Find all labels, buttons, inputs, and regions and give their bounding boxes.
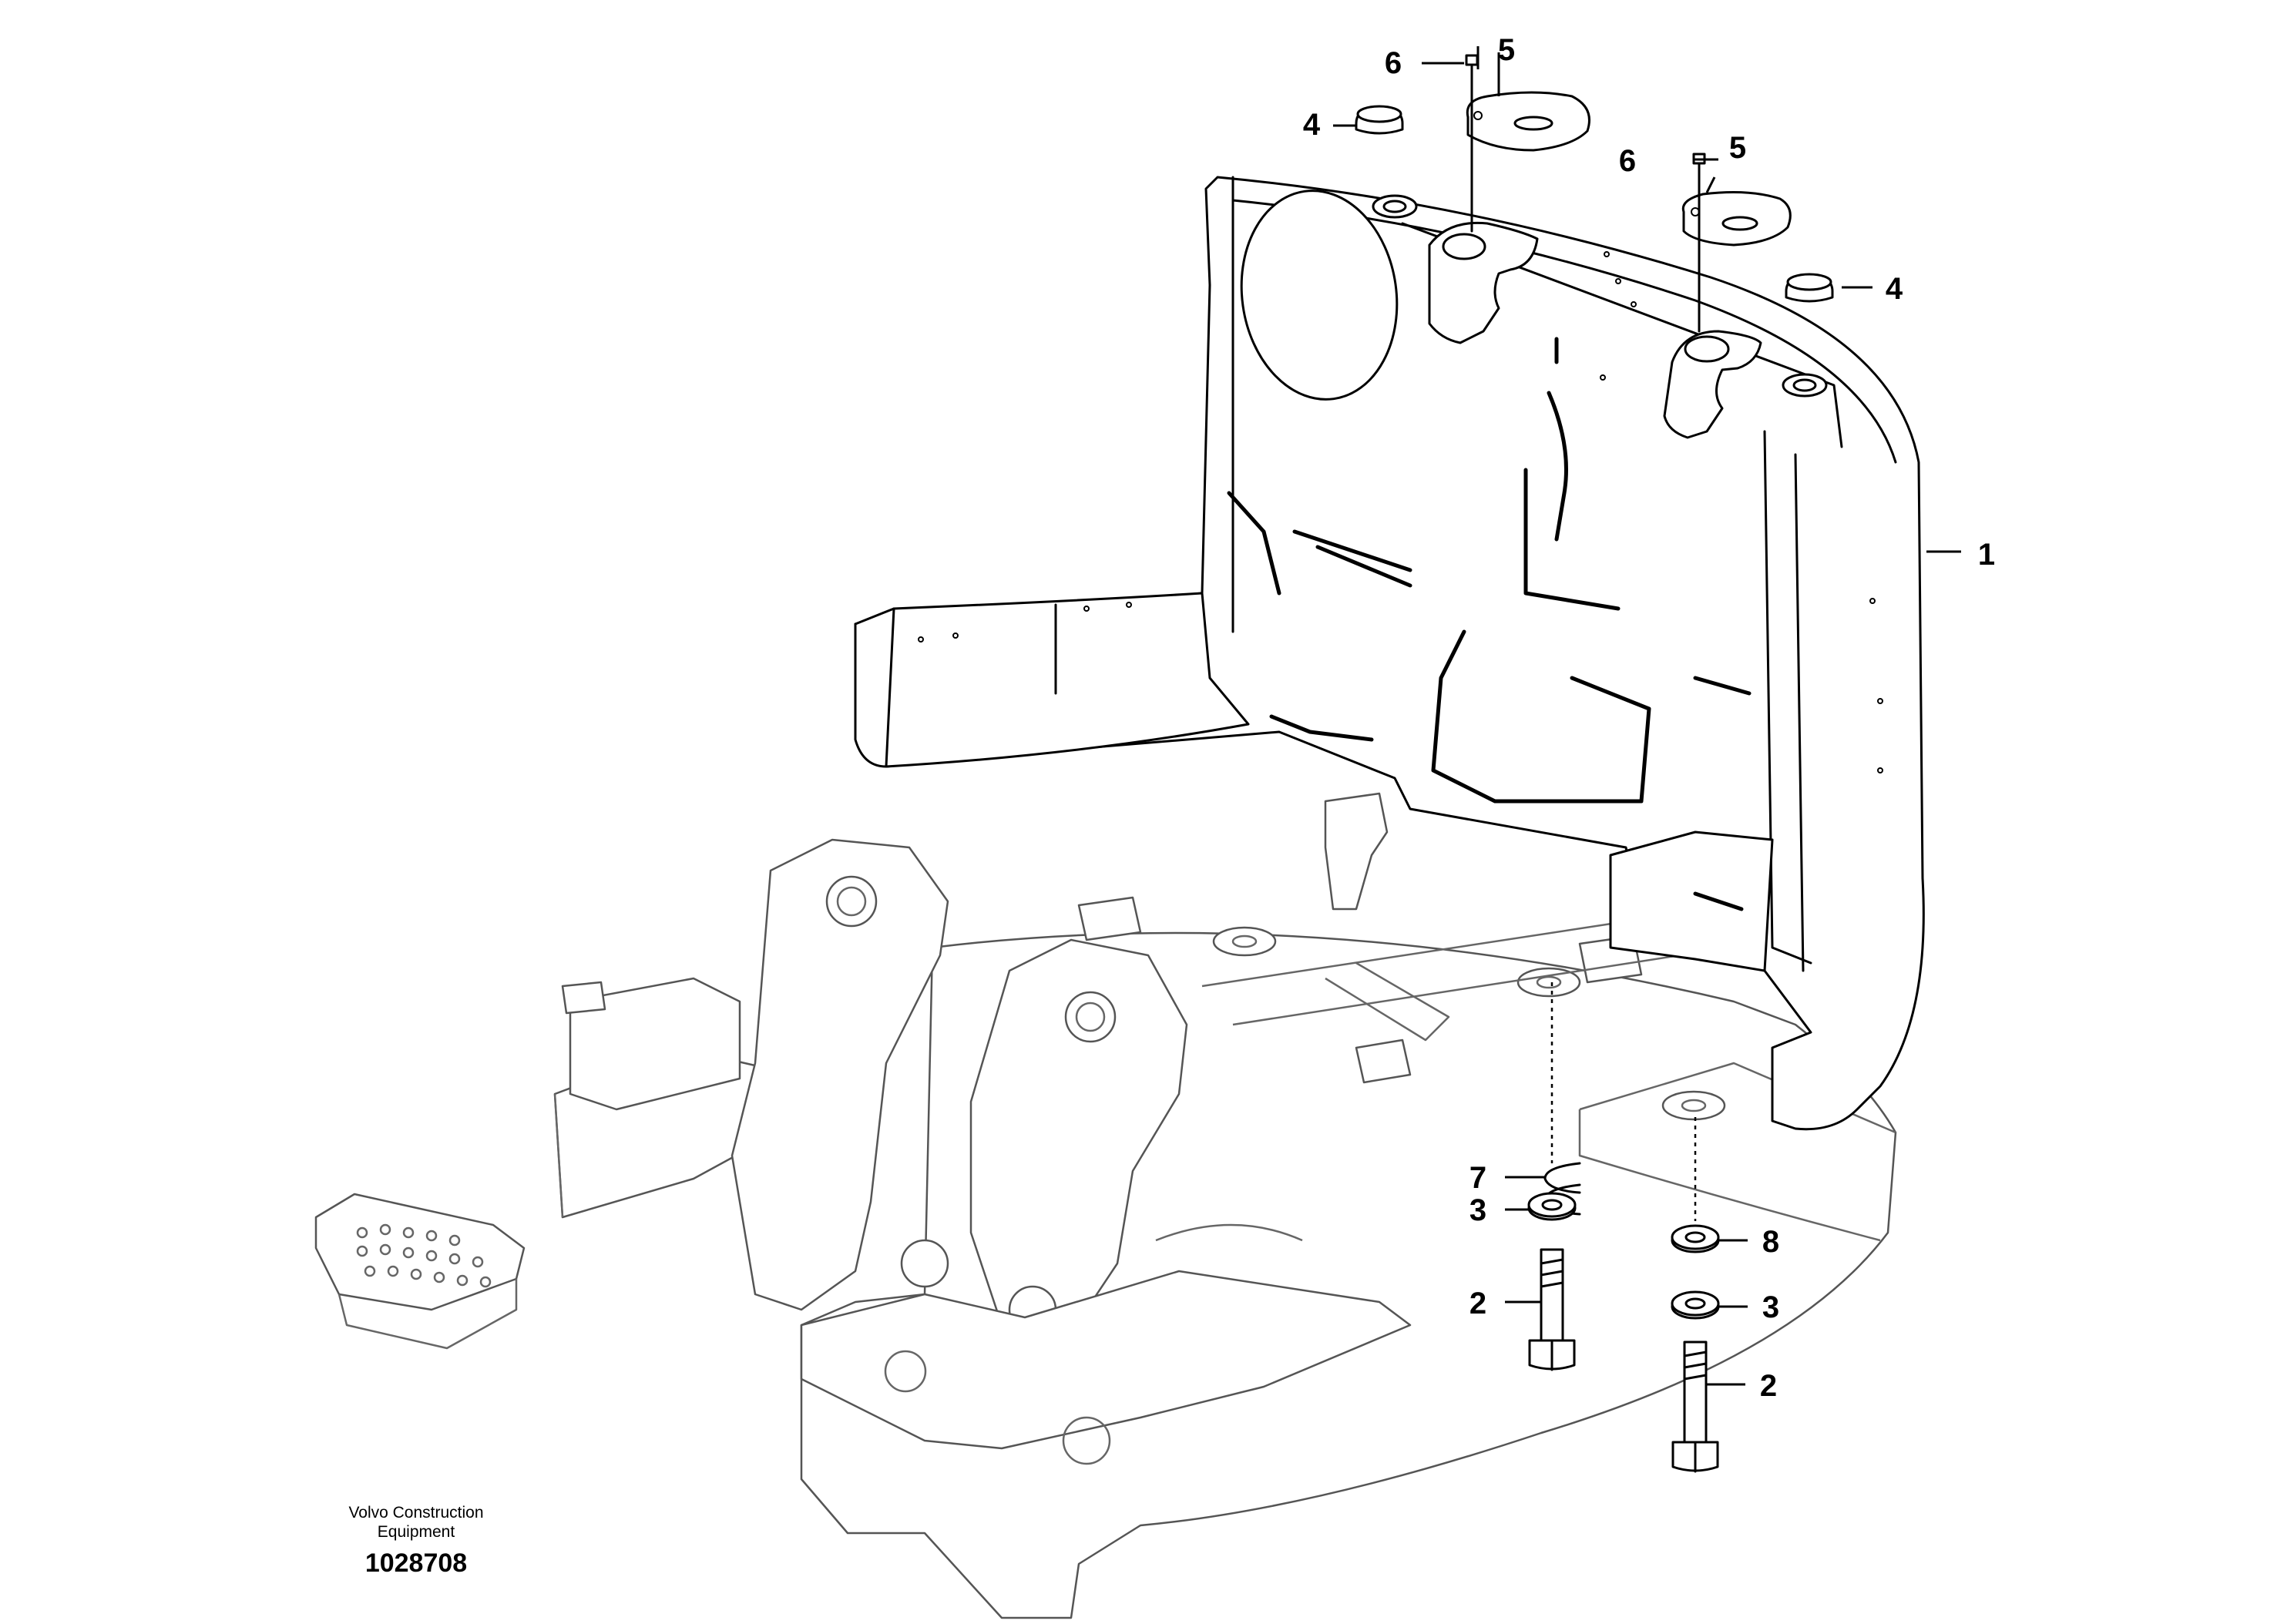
screw-left	[1465, 54, 1479, 88]
leader-lines	[1333, 46, 1961, 1386]
bolt-left	[1528, 1248, 1576, 1371]
callout-7: 7	[1469, 1161, 1486, 1195]
retainer-plate-left	[1466, 91, 1590, 152]
callout-labels: 6 5 4 6 5 4 1 7 3 2 8 3 2	[1303, 33, 1995, 1403]
callout-3-left: 3	[1469, 1193, 1486, 1227]
callout-6-left: 6	[1385, 46, 1402, 80]
credit-line-2: Equipment	[378, 1523, 455, 1541]
washer-upper	[1527, 1192, 1577, 1221]
callout-5-right: 5	[1729, 131, 1746, 165]
callout-3-right: 3	[1762, 1290, 1779, 1324]
callout-1: 1	[1978, 538, 1995, 572]
step-pad-holes	[356, 1223, 492, 1288]
assembly-lines	[1470, 85, 1701, 1221]
part-number: 1028708	[365, 1549, 467, 1578]
callout-5-left: 5	[1498, 33, 1515, 67]
credit-line-1: Volvo Construction	[348, 1504, 483, 1522]
washer-lower	[1671, 1224, 1720, 1253]
cap-plug-left	[1355, 105, 1404, 135]
callout-4-left: 4	[1303, 108, 1321, 142]
callout-6-right: 6	[1619, 144, 1636, 178]
callout-8: 8	[1762, 1225, 1779, 1259]
washer-lower-3	[1671, 1290, 1720, 1320]
figure-credit: Volvo Construction Equipment 1028708	[348, 1504, 483, 1578]
counterweight	[854, 176, 1925, 1131]
callout-4-right: 4	[1886, 272, 1903, 306]
bolt-right	[1671, 1340, 1719, 1473]
cap-plug-right	[1785, 273, 1834, 303]
upper-frame-chassis	[314, 792, 1897, 1619]
callout-2-left: 2	[1469, 1287, 1486, 1320]
callout-2-right: 2	[1760, 1369, 1777, 1403]
retainer-plate-right	[1681, 191, 1792, 247]
